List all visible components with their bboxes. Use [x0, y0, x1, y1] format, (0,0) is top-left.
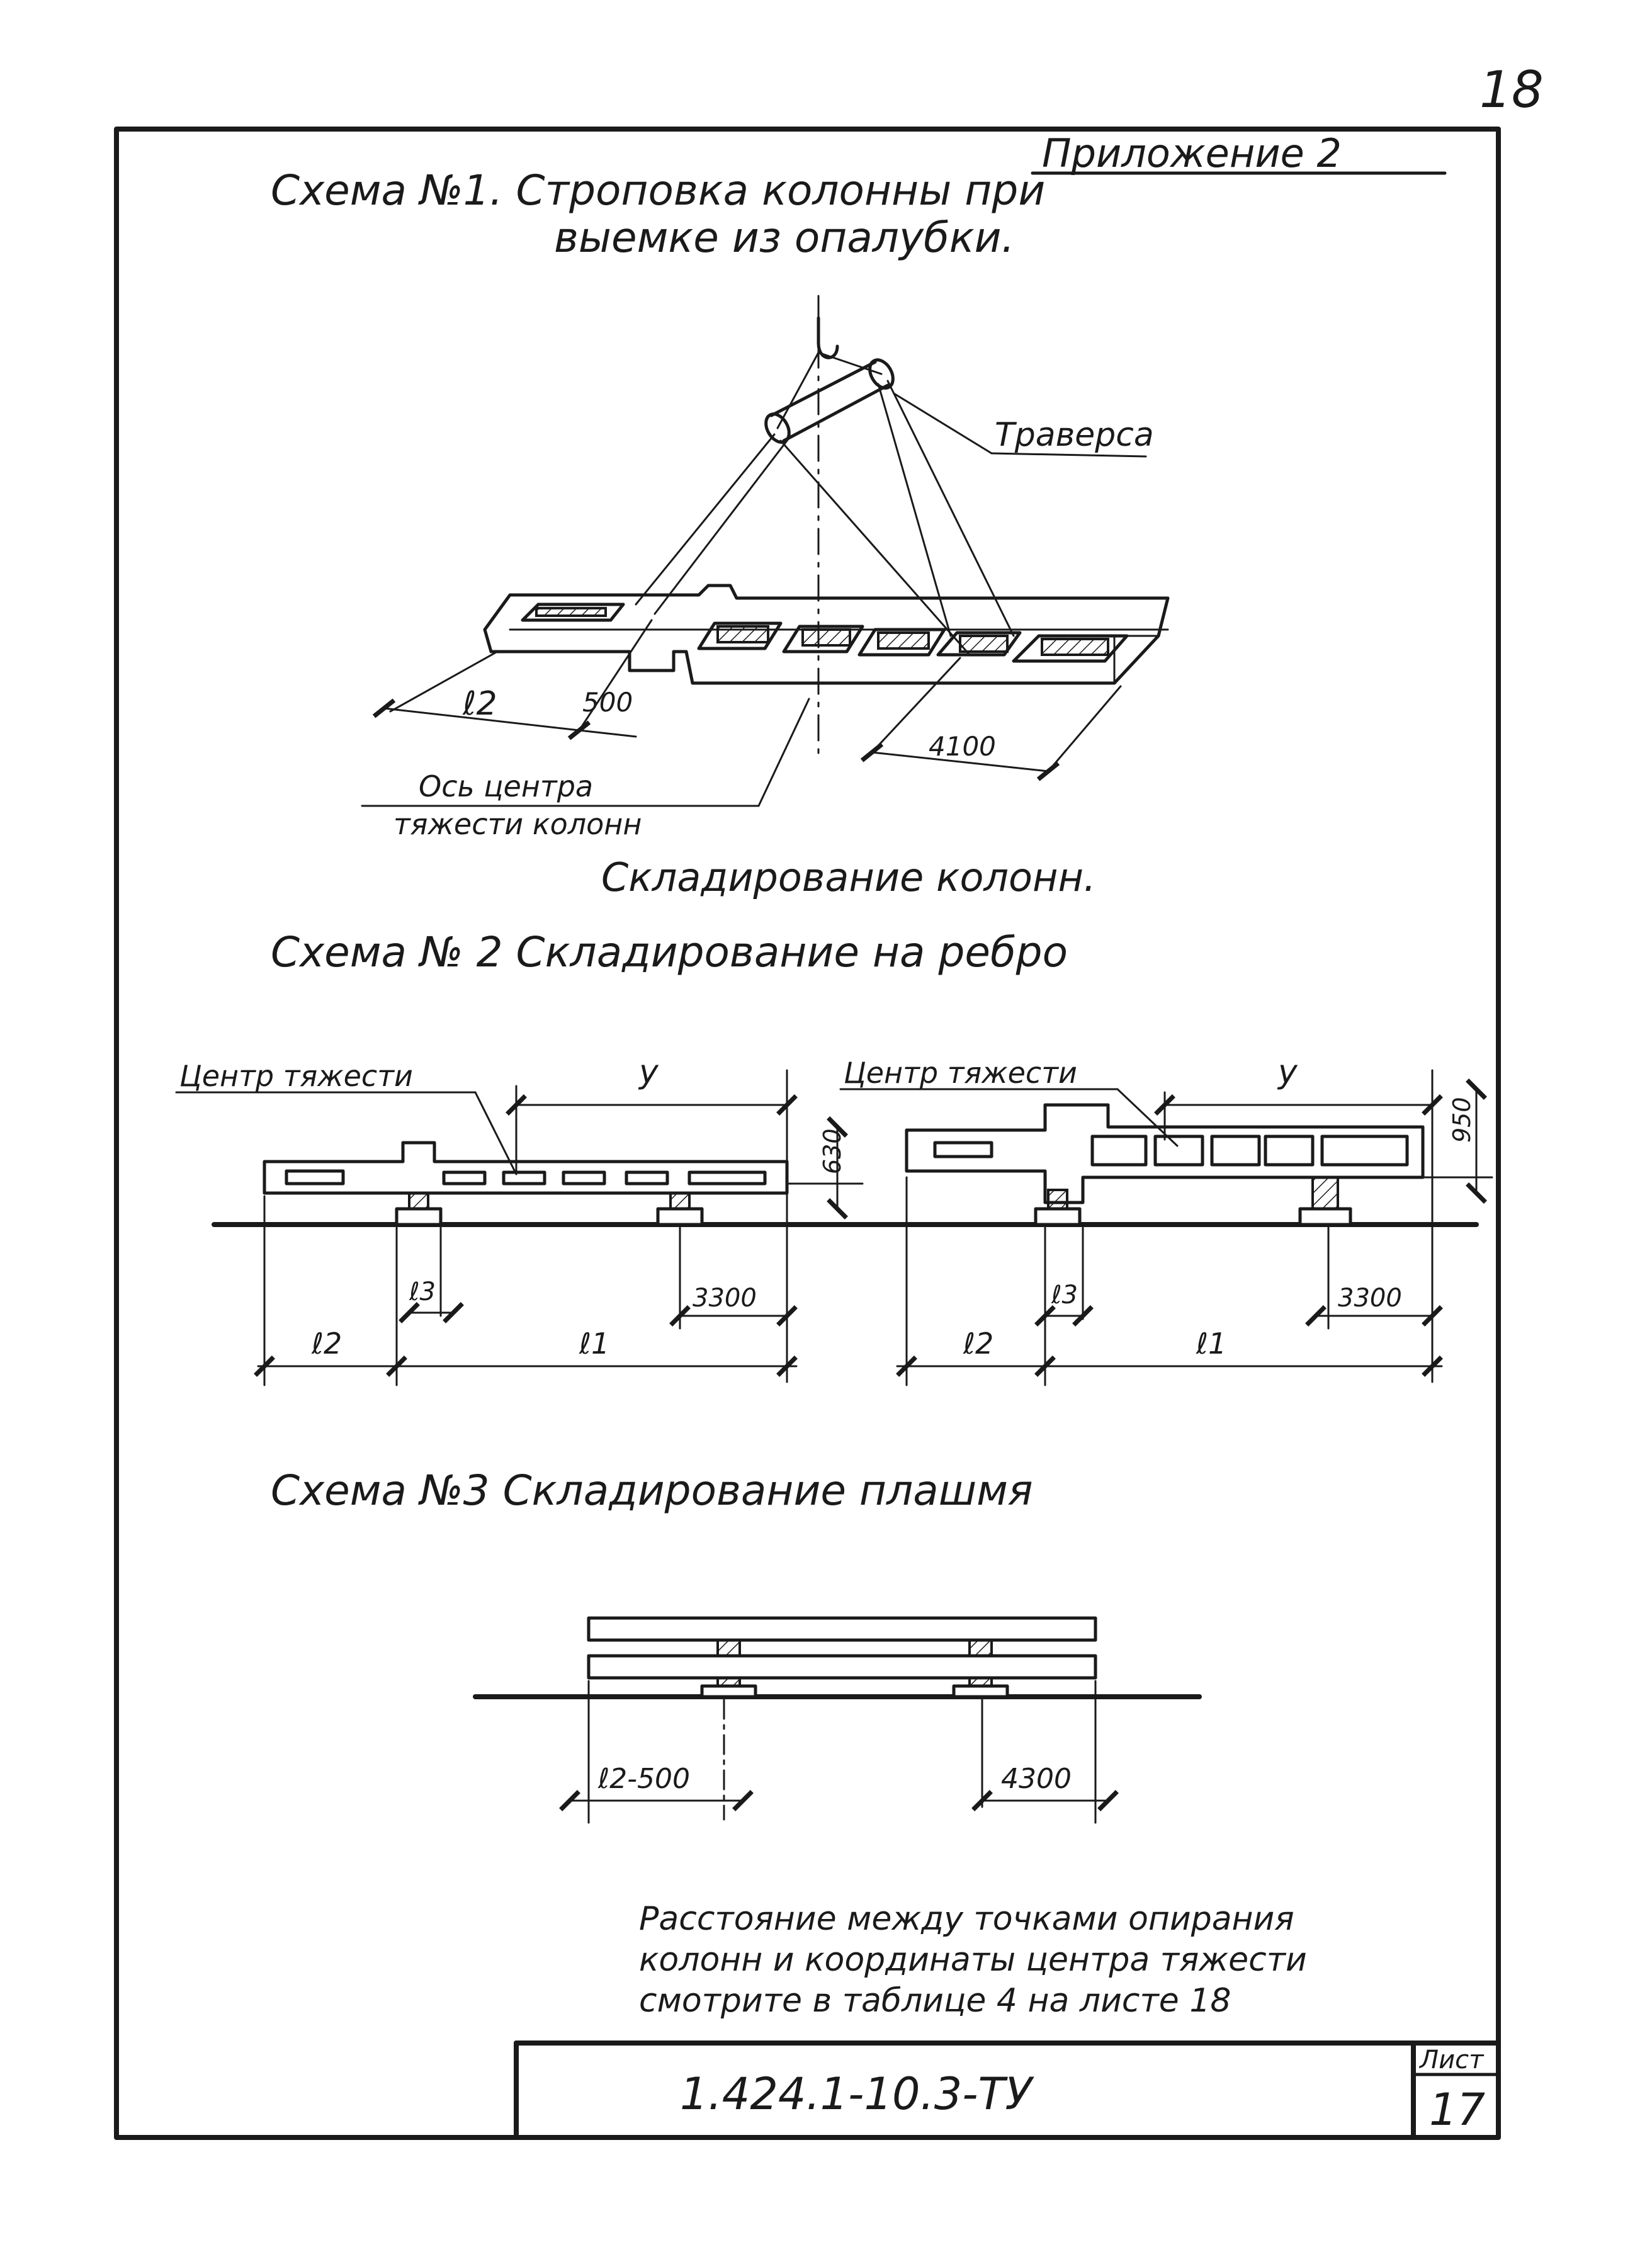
column-perspective — [483, 584, 1170, 685]
scheme1-dimensions: ℓ2 500 4100 — [372, 619, 1122, 781]
scheme1-dim-500: 500 — [582, 687, 633, 718]
right-cg-leader — [1116, 1088, 1179, 1147]
spacer-right-upper — [968, 1639, 993, 1657]
right-dim-l3: ℓ3 — [1051, 1281, 1078, 1310]
left-cg-leader — [474, 1091, 518, 1175]
scheme1-title-line2: выемке из опалубки. — [554, 213, 1014, 262]
page-number: 18 — [1479, 60, 1544, 119]
left-dim-y: y — [638, 1053, 659, 1091]
axis-label-line1: Ось центра — [419, 769, 593, 803]
left-dim-3300: 3300 — [693, 1284, 757, 1313]
axis-label-line2: тяжести колонн — [393, 807, 642, 841]
stacked-column-bottom — [587, 1654, 1097, 1680]
support-left — [700, 1684, 757, 1699]
axis-label-leader — [757, 698, 810, 807]
scheme2-left-view: Центр тяжести y 630 ℓ3 3300 ℓ2 ℓ1 — [175, 1053, 864, 1386]
scheme3-title: Схема №3 Складирование плашмя — [271, 1466, 1033, 1515]
sheet-label: Лист — [1418, 2046, 1485, 2074]
traverse-leader — [893, 392, 993, 455]
left-cg-label: Центр тяжести — [179, 1059, 413, 1093]
right-dim-3300: 3300 — [1338, 1284, 1402, 1313]
traverse-label-line — [990, 452, 1147, 458]
scheme1-title-line1: Схема №1. Строповка колонны при — [271, 166, 1045, 215]
traverse-beam — [764, 358, 895, 444]
stacked-column-top — [587, 1616, 1097, 1642]
spacer-left-upper — [716, 1639, 741, 1657]
right-dim-l1: ℓ1 — [1196, 1327, 1226, 1361]
sheet-number: 17 — [1429, 2084, 1485, 2136]
left-dim-height: 630 — [818, 1128, 846, 1174]
left-dim-l2: ℓ2 — [311, 1327, 342, 1361]
right-dim-l2: ℓ2 — [963, 1327, 993, 1361]
left-dim-l3: ℓ3 — [409, 1277, 436, 1306]
scheme-2: Схема № 2 Складирование на ребро Центр т… — [175, 928, 1493, 1386]
scheme1-dim-4100: 4100 — [929, 731, 996, 762]
left-dim-l1: ℓ1 — [579, 1327, 609, 1361]
scheme-1: Схема №1. Строповка колонны при выемке и… — [271, 166, 1170, 841]
slings — [635, 351, 1015, 656]
storage-heading: Складирование колонн. — [601, 854, 1096, 900]
note-line3: смотрите в таблице 4 на листе 18 — [639, 1982, 1231, 2020]
title-block: 1.424.1-10.3-ТУ Лист 17 — [514, 2040, 1501, 2140]
note: Расстояние между точками опирания колонн… — [639, 1900, 1307, 2020]
drawing-frame — [114, 127, 1501, 2140]
scheme3-dim-right: 4300 — [1001, 1763, 1072, 1795]
right-cg-label: Центр тяжести — [844, 1056, 1077, 1090]
right-dim-height: 950 — [1448, 1097, 1476, 1143]
scheme-3: Схема №3 Складирование плашмя ℓ2-500 430… — [271, 1466, 1202, 1824]
crane-hook-icon — [817, 316, 839, 359]
scheme3-dim-left: ℓ2-500 — [597, 1763, 690, 1795]
note-line1: Расстояние между точками опирания — [639, 1900, 1294, 1938]
support-right — [952, 1684, 1009, 1699]
traverse-label: Траверса — [995, 416, 1154, 454]
scheme2-title: Схема № 2 Складирование на ребро — [271, 928, 1068, 976]
scheme2-right-view: Центр тяжести y 950 ℓ3 3300 ℓ2 ℓ1 — [839, 1053, 1493, 1386]
scheme1-dim-l2: ℓ2 — [462, 685, 497, 723]
right-dim-y: y — [1277, 1053, 1298, 1091]
doc-code: 1.424.1-10.3-ТУ — [680, 2068, 1034, 2120]
note-line2: колонн и координаты центра тяжести — [639, 1941, 1307, 1979]
appendix-label: Приложение 2 — [1042, 130, 1342, 176]
